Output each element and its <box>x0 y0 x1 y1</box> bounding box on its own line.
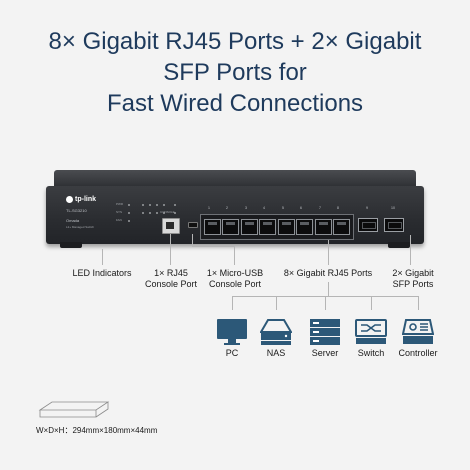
led-light <box>128 220 130 222</box>
server-icon <box>310 319 340 345</box>
led-light <box>128 204 130 206</box>
rj45-port <box>278 219 295 235</box>
led-light <box>163 212 165 214</box>
label-gigabit-ports: 8× Gigabit RJ45 Ports <box>283 268 373 278</box>
connection-label-pc: PC <box>225 348 239 358</box>
switch-device: tp-link TL-SG3210 Omada L2+ Managed Swit… <box>46 170 424 250</box>
led-indicator-panel: PWR SYS FAN <box>116 200 188 228</box>
led-label-sys: SYS <box>116 210 123 214</box>
bracket-drop-switch <box>371 296 372 310</box>
dimensions-text: W×D×H：294mm×180mm×44mm <box>36 426 158 435</box>
port-number: 7 <box>319 206 321 210</box>
rj45-port <box>222 219 239 235</box>
led-light <box>174 204 176 206</box>
callout-line-usb-horizontal <box>192 246 234 247</box>
led-light <box>156 204 158 206</box>
rj45-port <box>296 219 313 235</box>
micro-usb-console-port <box>188 222 198 228</box>
connection-label-switch: Switch <box>357 348 385 358</box>
brand-logo-text: tp-link <box>75 196 96 203</box>
label-sfp-ports: 2× Gigabit SFP Ports <box>382 268 444 290</box>
headline-line-1: 8× Gigabit RJ45 Ports + 2× Gigabit <box>48 28 422 55</box>
dimension-outline-icon <box>38 401 110 418</box>
label-rj45-console: 1× RJ45 Console Port <box>126 268 216 290</box>
rj45-port <box>204 219 221 235</box>
connection-label-server: Server <box>311 348 339 358</box>
callout-line-gigabit <box>328 240 329 265</box>
label-rj45-console-line-2: Console Port <box>144 279 198 289</box>
port-number: 5 <box>282 206 284 210</box>
led-light <box>149 212 151 214</box>
bracket-drop-server <box>325 296 326 310</box>
headline: 8× Gigabit RJ45 Ports + 2× Gigabit SFP P… <box>0 26 470 119</box>
rj45-port <box>241 219 258 235</box>
headline-line-2: SFP Ports for <box>163 59 307 86</box>
rj45-console-port <box>162 218 180 234</box>
led-light <box>142 204 144 206</box>
label-usb-console-line-2: Console Port <box>208 279 262 289</box>
port-number: 1 <box>208 206 210 210</box>
brand-logo: tp-link <box>66 196 96 203</box>
callout-line-rj45-console <box>170 234 171 265</box>
led-label-fan: FAN <box>116 218 122 222</box>
sfp-port <box>358 218 378 232</box>
switch-icon <box>355 319 387 344</box>
nas-icon <box>260 319 292 345</box>
port-number: 4 <box>263 206 265 210</box>
led-light <box>142 212 144 214</box>
label-usb-console-line-1: 1× Micro-USB <box>206 268 264 278</box>
console-port-label: CONSOLE <box>160 210 175 214</box>
callout-line-usb-elbow <box>192 234 193 246</box>
rj45-port <box>315 219 332 235</box>
led-light <box>128 212 130 214</box>
led-light <box>163 204 165 206</box>
label-rj45-console-line-1: 1× RJ45 <box>154 268 188 278</box>
port-number: 9 <box>366 206 368 210</box>
bracket-stem <box>328 282 329 296</box>
rj45-port <box>259 219 276 235</box>
port-number: 3 <box>245 206 247 210</box>
switch-top-panel <box>54 170 416 188</box>
switch-foot-right <box>388 242 410 248</box>
callout-line-sfp <box>410 235 411 265</box>
led-light <box>149 204 151 206</box>
port-number: 8 <box>337 206 339 210</box>
headline-line-3: Fast Wired Connections <box>106 90 364 117</box>
led-light <box>174 212 176 214</box>
rj45-port <box>333 219 350 235</box>
bracket-drop-controller <box>418 296 419 310</box>
led-light <box>156 212 158 214</box>
label-sfp-ports-line-2: SFP Ports <box>392 279 434 289</box>
brand-logo-mark-icon <box>66 196 73 203</box>
port-number: 2 <box>226 206 228 210</box>
bracket-drop-nas <box>276 296 277 310</box>
led-label-pwr: PWR <box>116 202 123 206</box>
label-led-indicators: LED Indicators <box>72 268 132 278</box>
label-sfp-ports-line-1: 2× Gigabit <box>392 268 434 278</box>
label-usb-console: 1× Micro-USB Console Port <box>192 268 278 290</box>
model-number: TL-SG3210 <box>66 208 87 213</box>
device-subtitle: L2+ Managed Switch <box>66 225 95 229</box>
sfp-port <box>384 218 404 232</box>
switch-foot-left <box>60 242 82 248</box>
port-number: 10 <box>391 206 395 210</box>
gigabit-port-block <box>200 214 354 240</box>
callout-line-usb-console <box>234 246 235 265</box>
controller-icon <box>402 319 434 344</box>
connection-label-controller: Controller <box>398 348 438 358</box>
series-name: Omada <box>66 218 80 223</box>
port-number: 6 <box>300 206 302 210</box>
callout-line-led <box>102 249 103 265</box>
bracket-drop-pc <box>232 296 233 310</box>
pc-icon <box>217 319 247 345</box>
connection-label-nas: NAS <box>266 348 286 358</box>
